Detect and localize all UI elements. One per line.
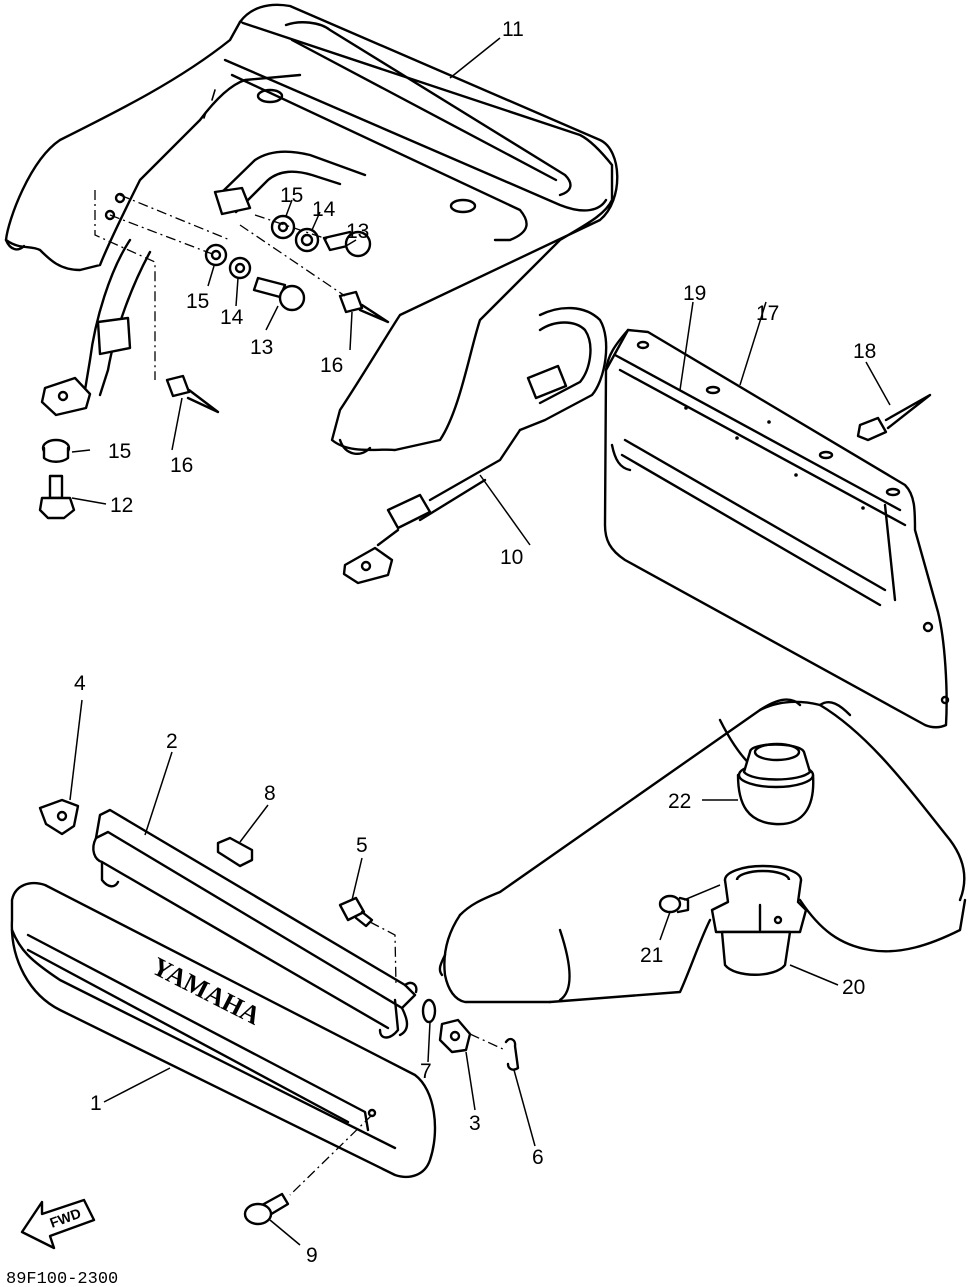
drawing-code: 89F100-2300: [6, 1270, 118, 1287]
callout-8: 8: [264, 782, 276, 805]
cap-part-22: [736, 742, 815, 826]
small-bracket-part-4: [38, 798, 80, 836]
callout-14-upper: 14: [312, 198, 336, 221]
callout-9: 9: [306, 1244, 318, 1267]
callout-19: 19: [683, 282, 706, 305]
callout-2: 2: [166, 730, 178, 753]
callout-17: 17: [756, 302, 779, 325]
callout-5: 5: [356, 834, 368, 857]
callout-16-right: 16: [320, 354, 343, 377]
callout-21: 21: [640, 944, 663, 967]
callout-15-upper: 15: [280, 184, 303, 207]
bolt-part-9: [243, 1192, 290, 1226]
callout-1: 1: [90, 1092, 102, 1115]
callout-14-lower: 14: [220, 306, 244, 329]
callout-16-left: 16: [170, 454, 193, 477]
callout-15-lower: 15: [108, 440, 131, 463]
callout-4: 4: [74, 672, 86, 695]
screw-part-5: [338, 896, 397, 986]
callout-7: 7: [420, 1060, 432, 1083]
callout-10: 10: [500, 546, 523, 569]
forward-direction-arrow: FWD: [20, 1198, 96, 1250]
grommet-part-21: [658, 894, 690, 914]
callout-13-upper: 13: [346, 220, 369, 243]
fasteners-upper-group: [38, 190, 390, 520]
callout-3: 3: [469, 1112, 481, 1135]
tank-body: [438, 698, 967, 1004]
hardware-3-6-7: [421, 998, 520, 1071]
callout-numbers: 11 10 19 17 18 15 12 16 16 13 14 15 13 1…: [74, 18, 876, 1267]
callout-12: 12: [110, 494, 133, 517]
callout-6: 6: [532, 1146, 544, 1169]
filler-neck-part-20: [710, 864, 808, 976]
bracket-frame-part-10: [40, 150, 608, 585]
callout-13-lower: 13: [250, 336, 273, 359]
callout-22: 22: [668, 790, 691, 813]
callout-15-mid: 15: [186, 290, 209, 313]
callout-18: 18: [853, 340, 876, 363]
mud-flap-part-17: [603, 328, 950, 729]
label-part-8: [216, 836, 254, 868]
callout-20: 20: [842, 976, 865, 999]
cover-part-1: YAMAHA: [10, 881, 437, 1196]
callout-11: 11: [502, 18, 524, 41]
plate-part-2: [92, 808, 418, 1039]
leader-lines: [69, 37, 891, 1246]
rear-guard-part-11: [4, 3, 619, 456]
